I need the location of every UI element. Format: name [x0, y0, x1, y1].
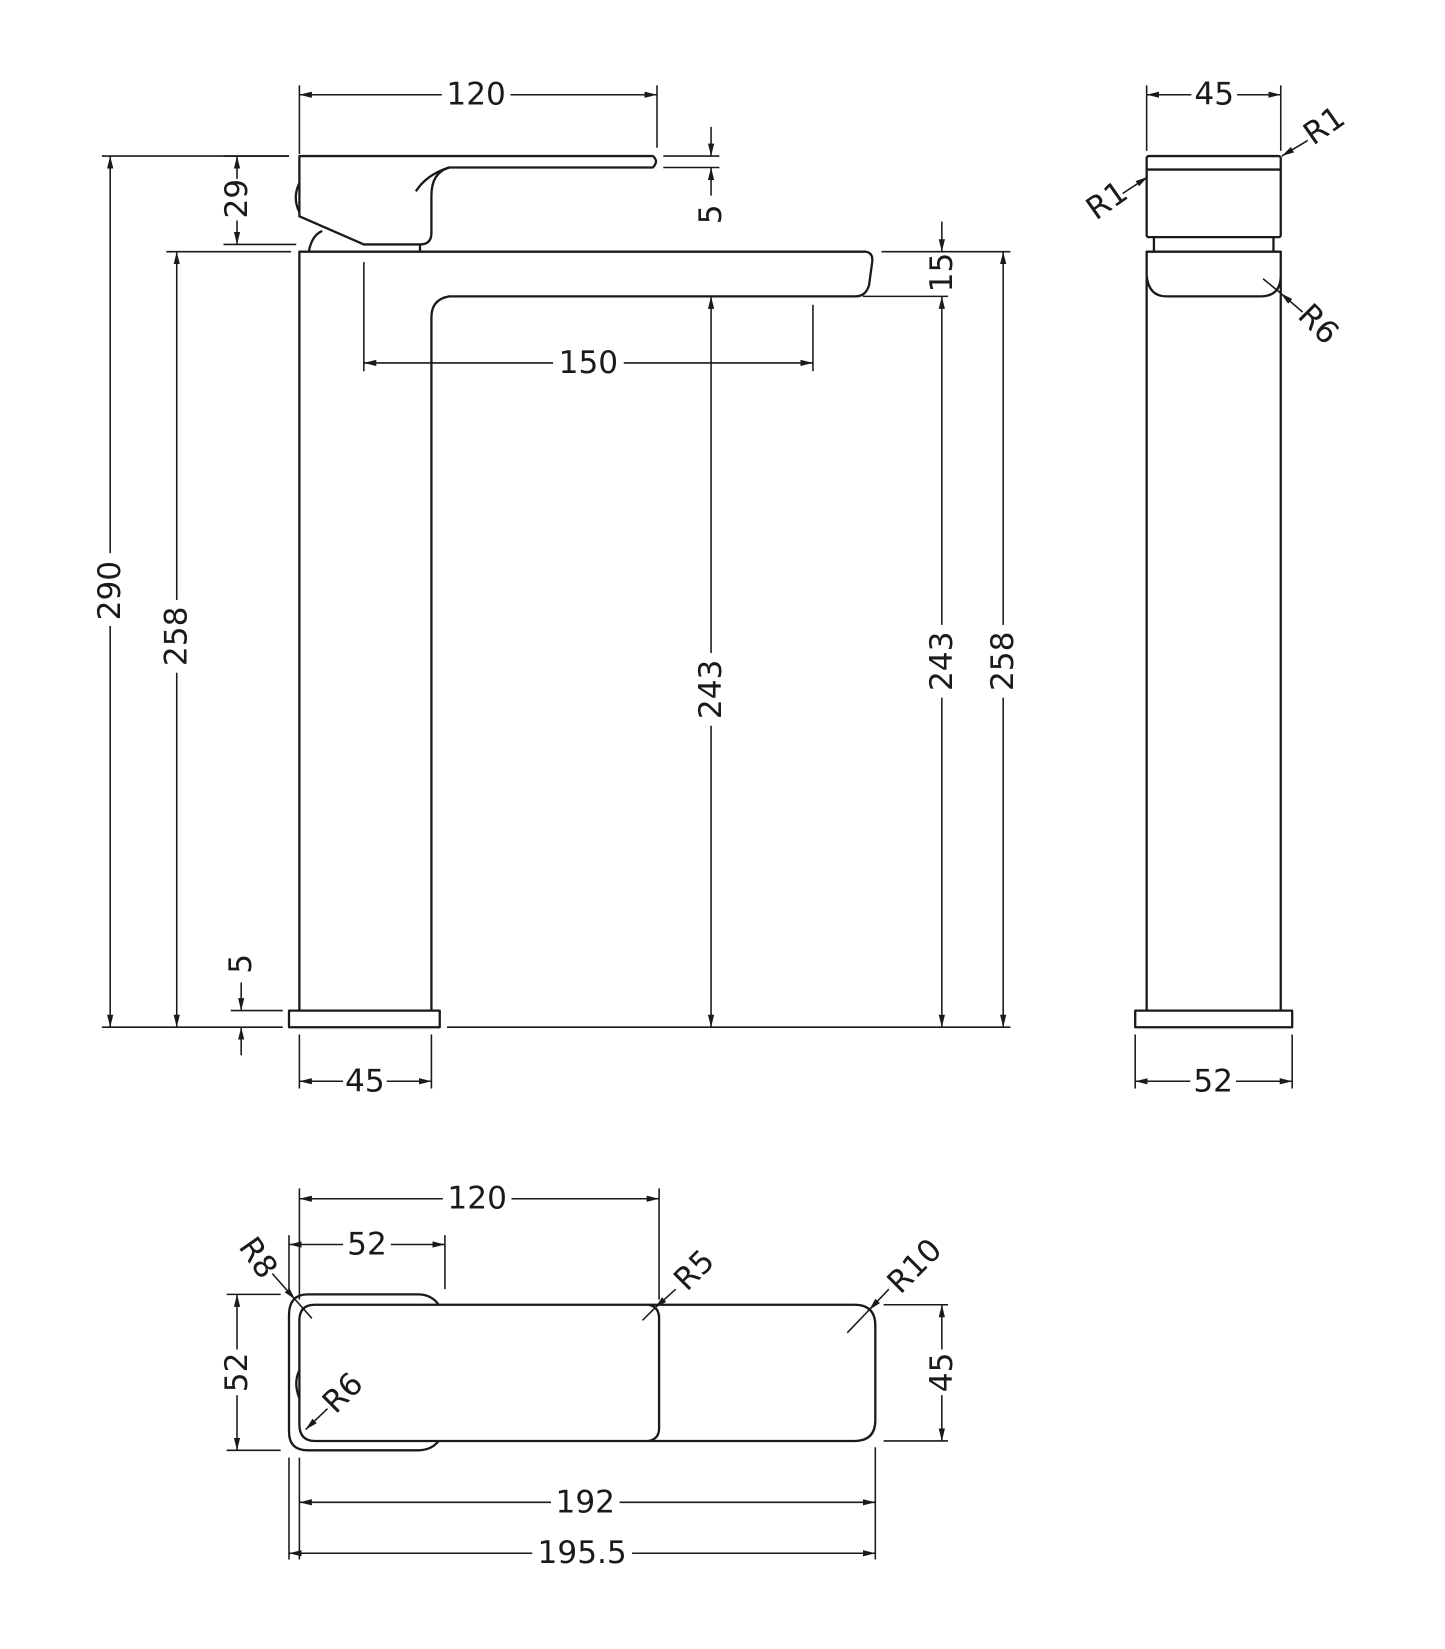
- dim-lever-height: 29: [219, 179, 255, 219]
- dim-top-lever-length: 120: [447, 1181, 507, 1217]
- label-r1-top-left: R1: [1080, 174, 1135, 227]
- body-side: [1145, 250, 1282, 1011]
- dim-overall-length: 195.5: [538, 1535, 627, 1571]
- dim-base-width: 52: [1193, 1063, 1233, 1099]
- dim-spout-length: 192: [556, 1484, 616, 1520]
- dim-outlet-height: 243: [693, 660, 729, 720]
- dim-spout-thickness: 15: [924, 253, 960, 293]
- spout-body: [298, 250, 874, 1011]
- dim-body-width: 45: [345, 1063, 385, 1099]
- dim-base-thickness: 5: [223, 954, 259, 974]
- front-view: 120 5 290 258 29 5 45 150: [92, 77, 1021, 1100]
- base-side: [1134, 1009, 1294, 1029]
- dim-overall-height: 290: [92, 561, 128, 621]
- dim-lever-thickness: 5: [693, 204, 729, 224]
- label-r1-top-right: R1: [1297, 99, 1352, 152]
- lever-ring: [294, 182, 301, 213]
- dim-side-width: 45: [1194, 77, 1234, 113]
- dim-spout-height-left: 258: [159, 607, 195, 667]
- dim-spout-reach: 150: [559, 345, 619, 381]
- lever-outline: [298, 154, 658, 246]
- dim-lever-length: 120: [446, 77, 505, 113]
- dim-handle-length: 52: [347, 1226, 387, 1262]
- cartridge: [307, 229, 422, 252]
- label-r10: R10: [880, 1232, 949, 1301]
- dim-spout-height-right: 258: [985, 632, 1021, 692]
- handle-top: [287, 1293, 440, 1452]
- label-r6-side: R6: [1291, 297, 1346, 352]
- dim-handle-width: 52: [219, 1353, 255, 1393]
- lever-inner-curve: [414, 166, 450, 193]
- top-view: 120 52 52 45 192 195.5 R8 R5 R10: [219, 1181, 960, 1571]
- side-view: 45 R1 R1 R6 52: [1080, 77, 1352, 1100]
- dim-outlet-height-right: 243: [924, 632, 960, 692]
- lever-side: [1145, 154, 1282, 239]
- spout-top: [298, 1303, 877, 1443]
- dim-spout-width: 45: [924, 1353, 960, 1393]
- base-plate: [287, 1009, 441, 1029]
